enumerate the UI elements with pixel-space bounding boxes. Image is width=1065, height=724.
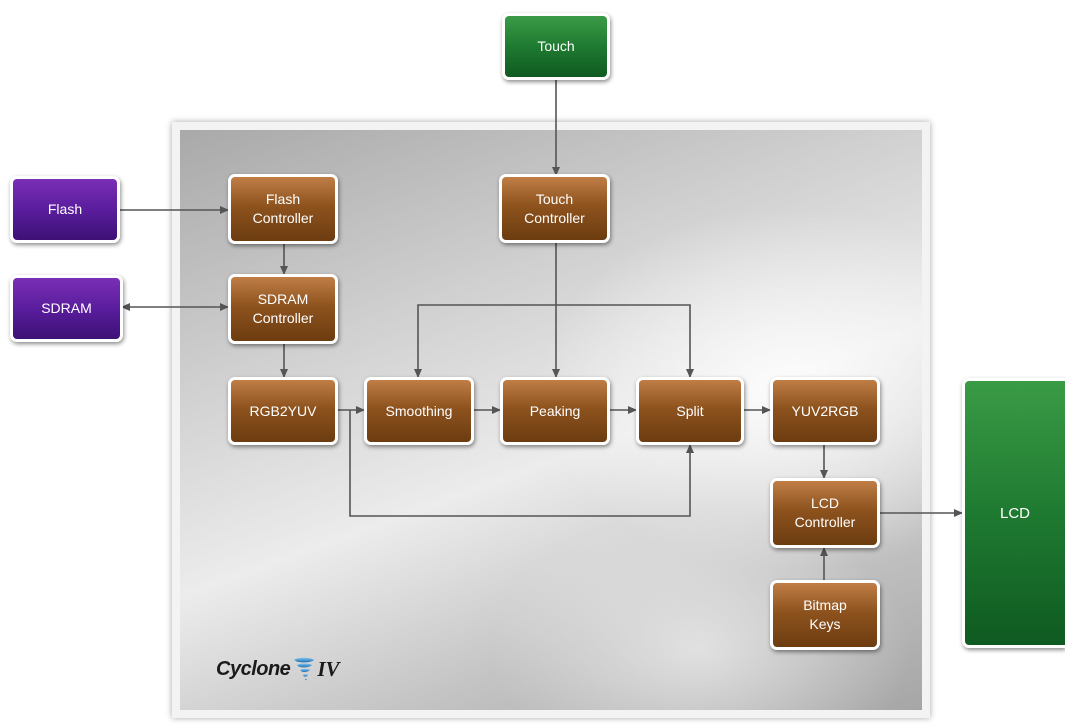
cyclone-iv-logo: Cyclone IV [216,656,340,682]
bitmap-keys-block: Bitmap Keys [770,580,880,650]
peaking-block: Peaking [500,377,610,445]
logo-brand-text: Cyclone [216,657,291,680]
rgb2yuv-block: RGB2YUV [228,377,338,445]
wire-touch-controller-to-split [556,304,694,378]
sdram-block: SDRAM [10,275,123,342]
lcd-controller-block: LCD Controller [770,478,880,548]
smoothing-block: Smoothing [364,377,474,445]
split-block: Split [636,377,744,445]
wire-touch-controller-to-smoothing [414,304,556,378]
flash-block: Flash [10,176,120,243]
wire-rgb2yuv-bypass-to-split [349,410,694,517]
tornado-icon [294,657,315,681]
touch-block: Touch [502,13,610,80]
lcd-block: LCD [962,378,1065,648]
sdram-controller-block: SDRAM Controller [228,274,338,344]
flash-controller-block: Flash Controller [228,174,338,244]
touch-controller-block: Touch Controller [499,174,610,243]
yuv2rgb-block: YUV2RGB [770,377,880,445]
logo-generation-text: IV [317,656,340,681]
